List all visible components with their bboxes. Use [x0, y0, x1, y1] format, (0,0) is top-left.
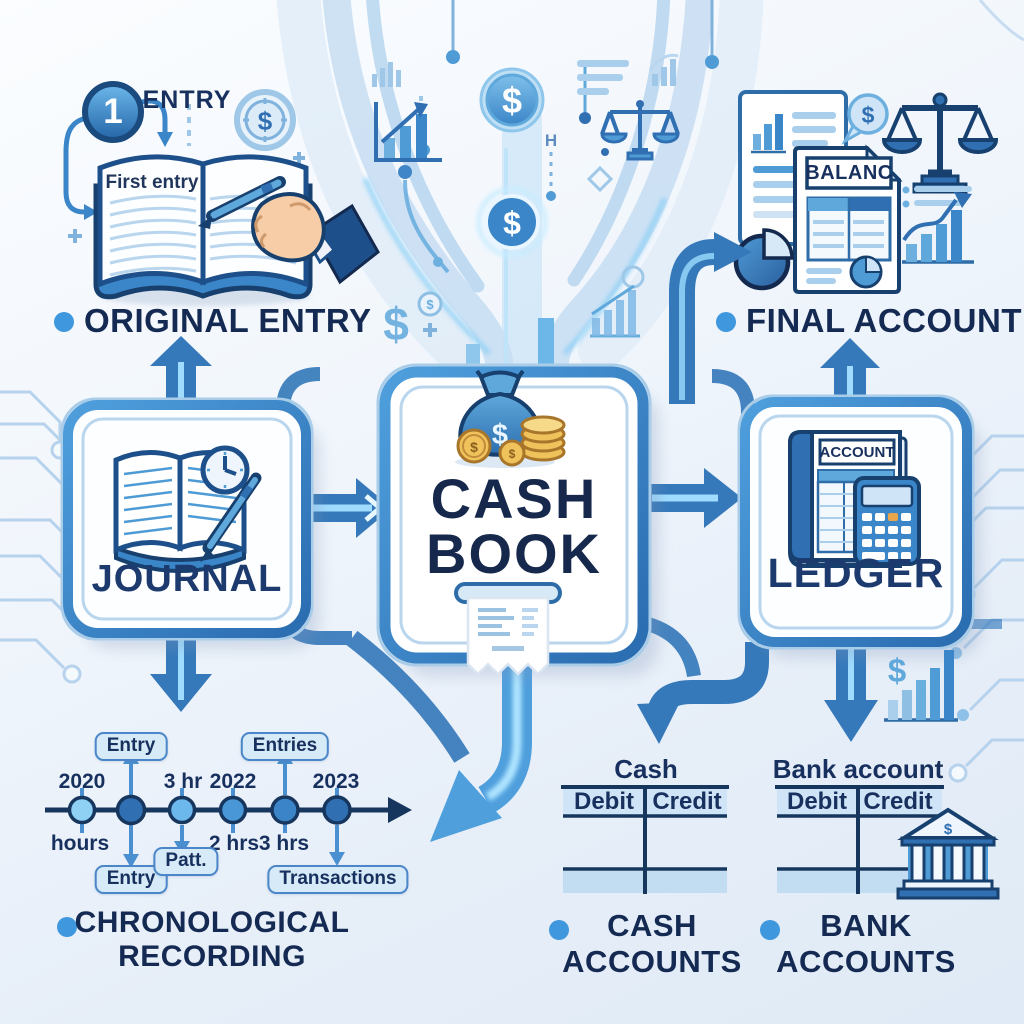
bank-credit-header: Credit	[863, 788, 933, 815]
arrow-ledger-to-cash-table	[637, 642, 769, 744]
corner-chart-icon	[648, 53, 679, 86]
cash-accounts-line1: CASH	[607, 908, 697, 943]
timeline-nodes	[67, 794, 352, 826]
journal-box	[60, 397, 320, 649]
chronological-caption-line2: RECORDING	[118, 940, 306, 973]
original-entry-caption: ORIGINAL ENTRY	[84, 302, 372, 339]
dollar-coin-outline-icon: $	[234, 89, 296, 151]
dollar-glyph: $	[470, 439, 478, 455]
dollar-speech-bubble-icon: $	[841, 93, 889, 145]
gold-coin-icon: $	[456, 428, 492, 464]
chronological-caption: CHRONOLOGICAL RECORDING	[75, 906, 350, 974]
arrow-cashbook-up-right	[669, 232, 752, 404]
cash-book-label-line1: CASH	[430, 467, 598, 530]
gold-coin-front-icon: $	[498, 439, 526, 467]
dollar-glyph: $	[258, 106, 273, 136]
timeline	[45, 750, 412, 868]
dollar-coin-mid-icon: $	[476, 186, 548, 258]
trend-bars-icon	[590, 284, 640, 338]
writing-hand-icon	[198, 176, 380, 285]
bank-accounts-line1: BANK	[820, 908, 912, 943]
dollar-coin-top-icon: $	[479, 67, 545, 133]
timeline-label-2020: 2020	[58, 770, 106, 793]
account-tab-box	[818, 438, 896, 466]
timeline-ticks	[80, 788, 339, 833]
dollar-glyph: $	[503, 205, 521, 241]
scales-icon	[881, 92, 999, 194]
entry-label: ENTRY	[142, 86, 232, 114]
journal-book-icon	[113, 445, 262, 573]
chronological-caption-line1: CHRONOLOGICAL	[74, 906, 350, 939]
cash-credit-header: Credit	[652, 788, 722, 815]
receipt-icon	[454, 582, 562, 676]
bar-chart-trend-icon	[902, 192, 974, 264]
timeline-pill-patt: Patt.	[153, 847, 219, 876]
timeline-pill-entries: Entries	[240, 732, 330, 761]
ledger-box	[737, 394, 981, 658]
journal-pen-icon	[200, 472, 262, 562]
ledger-growth-icon: $	[884, 650, 958, 722]
journal-label: JOURNAL	[91, 558, 283, 600]
timeline-label-3hr: 3 hr	[163, 770, 203, 793]
timeline-pill-entry-bottom: Entry	[94, 865, 168, 894]
final-account-caption: FINAL ACCOUNT	[746, 302, 1022, 339]
cash-book-label-line2: BOOK	[426, 522, 602, 585]
timeline-label-2hrs: 2 hrs	[208, 832, 260, 855]
first-entry-text: First entry	[105, 172, 199, 193]
mini-bars-icon	[372, 62, 401, 87]
cash-accounts-caption: CASH ACCOUNTS	[562, 908, 742, 980]
bank-debit-header: Debit	[787, 788, 847, 815]
timeline-label-hours: hours	[50, 832, 110, 855]
cash-t-account	[561, 785, 729, 894]
text-lines-icon	[577, 60, 629, 95]
timeline-pill-transactions: Transactions	[267, 865, 409, 894]
pen-icon	[198, 176, 286, 229]
bank-table-title: Bank account	[772, 754, 944, 784]
growth-chart-icon	[374, 102, 442, 162]
final-account-illustration: $	[733, 90, 999, 294]
dollar-glyph: $	[383, 298, 409, 350]
scales-small-icon	[600, 100, 680, 161]
arrow-cashbook-down-left	[430, 662, 532, 842]
timeline-label-2022: 2022	[209, 770, 257, 793]
calculator-icon	[853, 476, 921, 566]
balance-document-icon	[793, 144, 903, 294]
h-node-glyph: H	[545, 131, 557, 150]
bank-accounts-caption: BANK ACCOUNTS	[776, 908, 956, 980]
account-tab-label: ACCOUNT	[819, 444, 895, 461]
original-entry-illustration: $	[63, 81, 380, 306]
funnel-decor: $ $ $ $ H	[372, 0, 719, 350]
timeline-arrowhead	[388, 797, 412, 823]
balanc-doc-title: BALANC	[805, 162, 893, 184]
dollar-glyph: $	[944, 821, 953, 838]
balanc-title-box	[805, 156, 893, 190]
dollar-glyph: $	[426, 297, 434, 312]
timeline-pill-entry-top: Entry	[94, 732, 168, 761]
dollar-glyph: $	[888, 652, 906, 689]
bank-accounts-line2: ACCOUNTS	[776, 944, 956, 979]
cash-accounts-line2: ACCOUNTS	[562, 944, 742, 979]
number-one-badge	[82, 81, 144, 143]
pie-chart-icon	[733, 228, 794, 291]
ledger-label: LEDGER	[767, 550, 945, 596]
bank-building-icon: $	[896, 807, 1000, 900]
cash-table-title: Cash	[614, 754, 678, 784]
cash-debit-header: Debit	[574, 788, 634, 815]
coin-stack-icon	[520, 415, 566, 462]
step-one-badge-label: 1	[103, 92, 123, 131]
timeline-label-2023: 2023	[312, 770, 360, 793]
clock-icon	[200, 445, 250, 495]
dollar-glyph: $	[502, 80, 522, 121]
cash-book-box: $ $ $	[376, 363, 659, 676]
money-bag-icon: $ $ $	[455, 369, 566, 468]
bank-t-account	[775, 785, 944, 894]
dollar-glyph: $	[862, 102, 875, 128]
dollar-glyph: $	[509, 447, 516, 461]
bullet-lines-icon	[902, 186, 972, 208]
caption-bullets	[54, 312, 780, 940]
timeline-label-3hrs: 3 hrs	[258, 832, 310, 855]
